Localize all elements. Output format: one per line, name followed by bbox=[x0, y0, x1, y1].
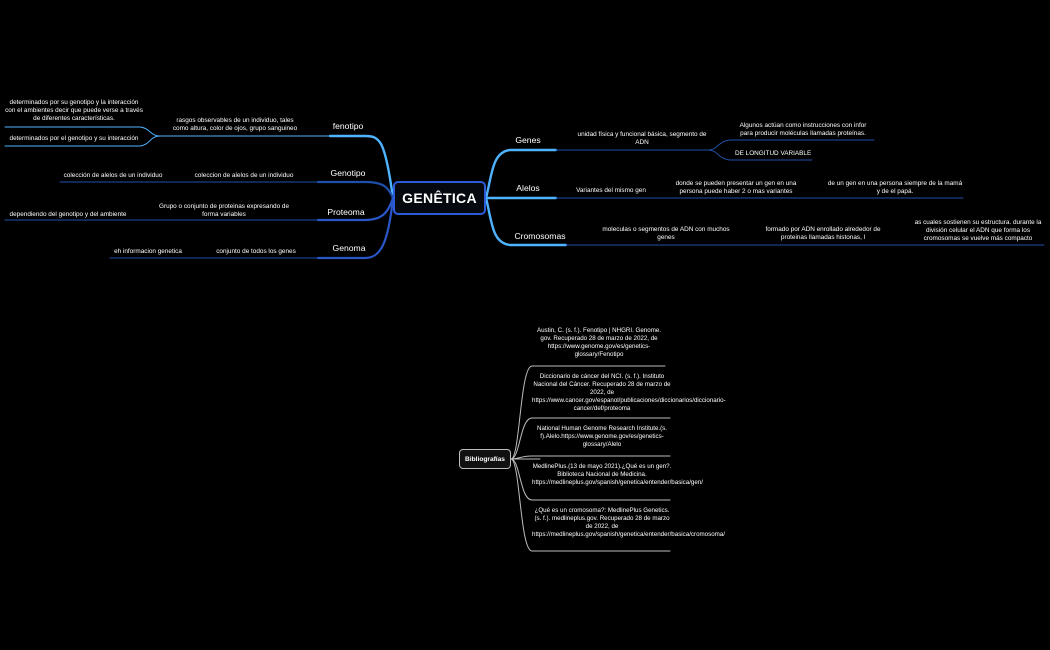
cromosomas-node[interactable]: Cromosomas bbox=[514, 231, 566, 241]
cromosomas-description: moleculas o segmentos de ADN con muchos … bbox=[602, 226, 730, 241]
alelos-description: Variantes del mismo gen bbox=[576, 187, 646, 194]
reference-item: Austin, C. (s. f.). Fenotipo | NHGRI. Ge… bbox=[536, 327, 662, 359]
genoma-node[interactable]: Genoma bbox=[332, 243, 366, 253]
alelos-detail-variants: donde se pueden presentar un gen en una … bbox=[675, 180, 797, 195]
reference-item: MedlinePlus.(13 de mayo 2021).¿Qué es un… bbox=[532, 463, 703, 487]
fenotipo-description: rasgos observables de un individuo, tale… bbox=[172, 117, 298, 132]
alelos-node[interactable]: Alelos bbox=[516, 183, 540, 193]
proteoma-node[interactable]: Proteoma bbox=[327, 207, 365, 217]
root-node[interactable]: GENÊTICA bbox=[393, 181, 486, 215]
bibliografias-node[interactable]: Bibliografías bbox=[459, 449, 511, 469]
genes-detail-proteins: Algunos actúan como instrucciones con in… bbox=[739, 122, 867, 137]
genotipo-node[interactable]: Genotipo bbox=[330, 168, 366, 178]
reference-item: Diccionario de cáncer del NCI. (s. f.). … bbox=[532, 373, 726, 413]
proteoma-description: Grupo o conjunto de proteinas expresando… bbox=[158, 203, 290, 218]
genoma-description: conjunto de todos los genes bbox=[216, 248, 296, 255]
genes-description: unidad física y funcional básica, segmen… bbox=[577, 131, 707, 146]
genes-node[interactable]: Genes bbox=[515, 135, 541, 145]
reference-item: ¿Qué es un cromosoma?: MedlinePlus Genet… bbox=[532, 507, 725, 539]
genotipo-description: coleccion de alelos de un individuo bbox=[194, 172, 294, 179]
genotipo-detail: colección de alelos de un individuo bbox=[63, 172, 163, 179]
fenotipo-node[interactable]: fenotipo bbox=[332, 121, 364, 131]
genes-detail-length: DE LONGITUD VARIABLE bbox=[735, 150, 812, 157]
reference-item: National Human Genome Research Institute… bbox=[537, 425, 667, 449]
genoma-detail: eh informacion genetica bbox=[114, 248, 182, 255]
fenotipo-detail-environment: determinados por su genotipo y la intera… bbox=[5, 99, 143, 122]
cromosomas-detail-histonas: formado por ADN enrollado alrededor de p… bbox=[765, 226, 881, 241]
alelos-detail-origin: de un gen en una persona siempre de la m… bbox=[827, 180, 963, 195]
proteoma-detail: dependiendo del genotipo y del ambiente bbox=[9, 211, 127, 218]
cromosomas-detail-structure: as cuales sostienen su estructura. duran… bbox=[914, 219, 1042, 242]
fenotipo-detail-genotype: determinados por el genotipo y su intera… bbox=[9, 135, 139, 142]
